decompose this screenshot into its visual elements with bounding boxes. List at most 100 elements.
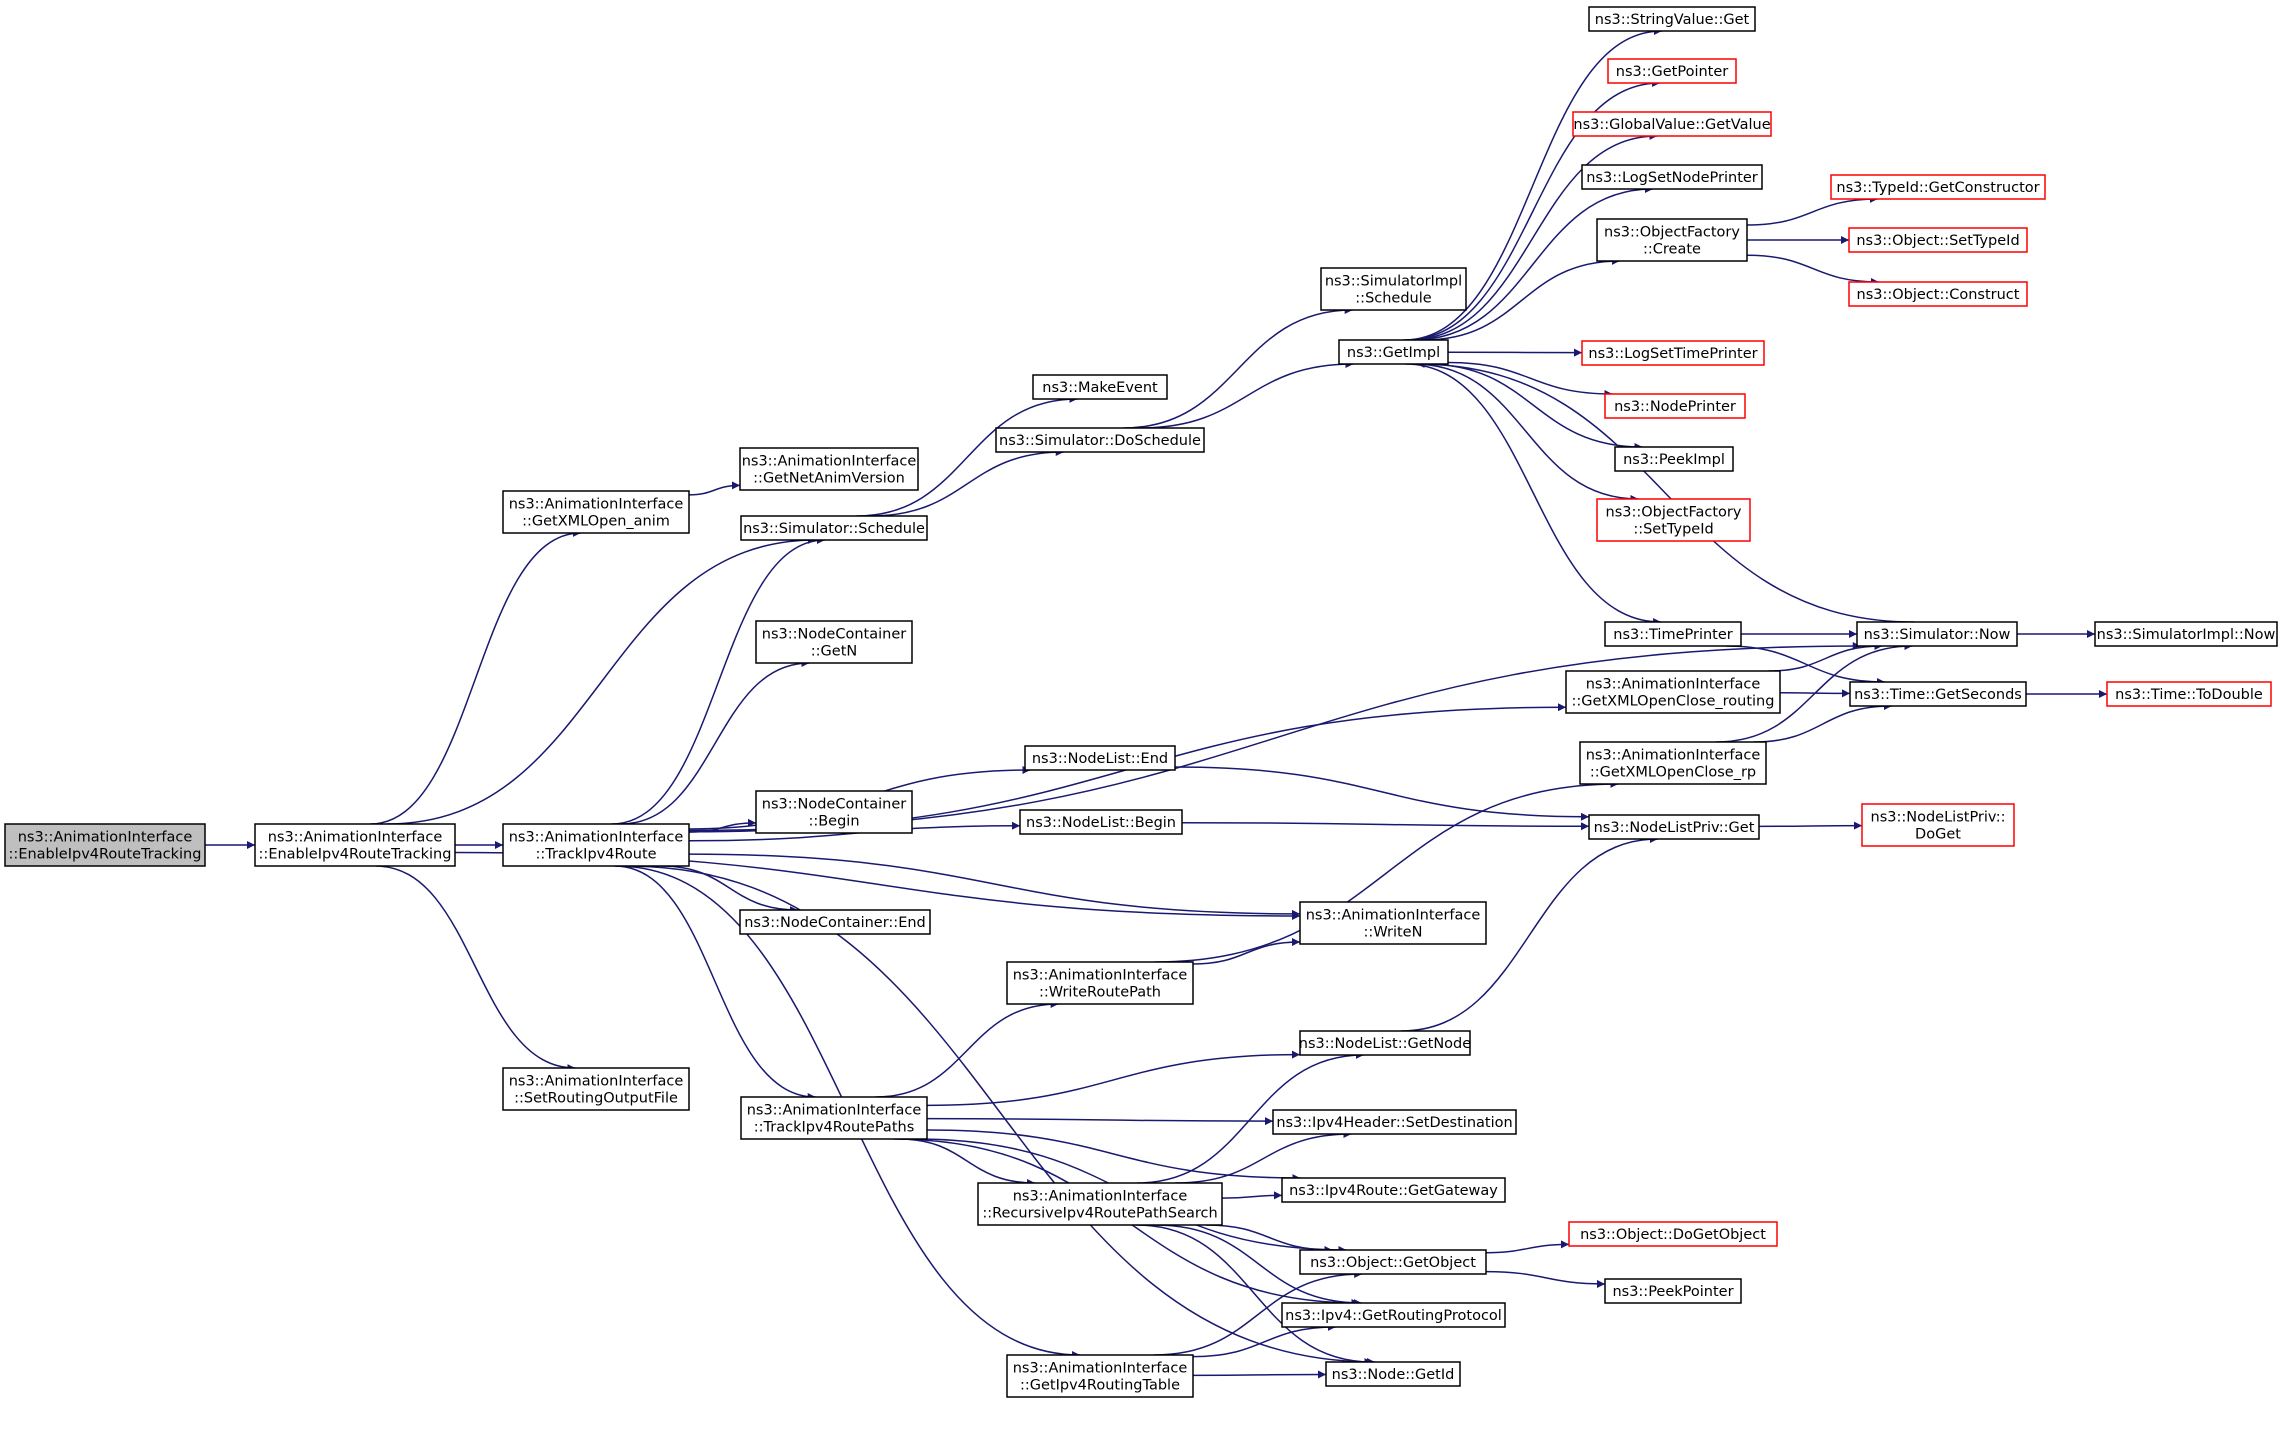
edge-arrow: [1140, 360, 1354, 429]
edge-arrow: [1485, 1240, 1570, 1254]
edge-arrow: [375, 865, 576, 1072]
node-label-line: ::TrackIpv4Route: [535, 847, 656, 863]
node-label-line: ns3::AnimationInterface: [18, 830, 193, 846]
graph-node-n8[interactable]: ns3::GetImpl: [1338, 339, 1449, 365]
node-box: [1604, 1278, 1742, 1304]
graph-node-n35[interactable]: ns3::NodeList::Begin: [1019, 809, 1183, 835]
edge-n30-to-n49: [627, 865, 1375, 1366]
graph-node-n41[interactable]: ns3::Ipv4Header::SetDestination: [1272, 1109, 1517, 1135]
node-label-line: ns3::NodeList::Begin: [1026, 815, 1176, 831]
graph-node-n15[interactable]: ns3::Object::SetTypeId: [1848, 227, 2028, 253]
graph-node-n4[interactable]: ns3::Simulator::Schedule: [740, 515, 928, 541]
node-box: [1299, 901, 1487, 945]
node-box: [1579, 741, 1767, 785]
graph-node-n40[interactable]: ns3::NodeList::GetNode: [1299, 1030, 1471, 1056]
graph-node-n33[interactable]: ns3::NodeContainer::End: [739, 909, 931, 935]
node-label-line: ns3::LogSetNodePrinter: [1586, 170, 1758, 186]
graph-node-n13[interactable]: ns3::ObjectFactory::Create: [1596, 218, 1748, 262]
graph-node-n6[interactable]: ns3::Simulator::DoSchedule: [995, 427, 1205, 453]
node-box: [1281, 1302, 1506, 1328]
edge-arrow: [1153, 1270, 1363, 1356]
graph-node-n22[interactable]: ns3::Simulator::Now: [1856, 621, 2018, 647]
graph-node-n46[interactable]: ns3::PeekPointer: [1604, 1278, 1742, 1304]
node-label-line: ns3::AnimationInterface: [1013, 1189, 1188, 1205]
graph-node-n16[interactable]: ns3::Object::Construct: [1848, 281, 2028, 307]
node-label-line: ::EnableIpv4RouteTracking: [259, 847, 452, 863]
graph-node-n32[interactable]: ns3::NodeContainer::Begin: [755, 790, 913, 834]
node-box: [1006, 961, 1194, 1005]
node-label-line: ns3::AnimationInterface: [1306, 908, 1481, 924]
graph-node-n19[interactable]: ns3::PeekImpl: [1614, 446, 1734, 472]
graph-node-n21[interactable]: ns3::TimePrinter: [1604, 621, 1742, 647]
graph-node-n44[interactable]: ns3::Object::GetObject: [1299, 1249, 1487, 1275]
node-box: [1281, 1177, 1506, 1203]
node-box: [254, 823, 456, 867]
edge-arrow: [926, 1129, 1301, 1182]
graph-node-n23[interactable]: ns3::SimulatorImpl::Now: [2094, 621, 2278, 647]
edge-n8-to-n20: [1413, 363, 1639, 503]
node-label-line: ns3::AnimationInterface: [509, 1074, 684, 1090]
graph-node-n20[interactable]: ns3::ObjectFactory::SetTypeId: [1596, 498, 1751, 542]
edge-n39-to-n43: [926, 1129, 1301, 1182]
edge-arrow: [1447, 361, 1613, 398]
graph-node-n10[interactable]: ns3::GetPointer: [1607, 58, 1737, 84]
graph-node-n45[interactable]: ns3::Object::DoGetObject: [1568, 1221, 1778, 1247]
edge-n2-to-n3: [688, 481, 741, 496]
node-box: [1032, 374, 1168, 400]
graph-node-n25[interactable]: ns3::Time::ToDouble: [2106, 681, 2272, 707]
graph-node-n5[interactable]: ns3::MakeEvent: [1032, 374, 1168, 400]
graph-node-n3[interactable]: ns3::AnimationInterface::GetNetAnimVersi…: [739, 447, 919, 491]
node-box: [1830, 174, 2046, 200]
graph-node-n31[interactable]: ns3::NodeContainer::GetN: [755, 620, 913, 664]
graph-node-n37[interactable]: ns3::AnimationInterface::WriteRoutePath: [1006, 961, 1194, 1005]
graph-node-n36[interactable]: ns3::AnimationInterface::WriteN: [1299, 901, 1487, 945]
node-label-line: ::GetXMLOpenClose_routing: [1572, 694, 1775, 710]
node-box: [1848, 281, 2028, 307]
node-label-line: ns3::ObjectFactory: [1604, 225, 1740, 241]
graph-node-n11[interactable]: ns3::GlobalValue::GetValue: [1572, 111, 1772, 137]
graph-node-n26[interactable]: ns3::AnimationInterface::GetXMLOpenClose…: [1565, 670, 1781, 714]
edge-arrow: [1408, 132, 1658, 341]
graph-node-n12[interactable]: ns3::LogSetNodePrinter: [1581, 164, 1763, 190]
node-box: [1861, 803, 2015, 847]
node-box: [1848, 227, 2028, 253]
graph-node-n24[interactable]: ns3::Time::GetSeconds: [1849, 681, 2027, 707]
node-label-line: ::Begin: [808, 814, 859, 830]
edge-n28-to-n29: [1758, 821, 1863, 830]
graph-node-n1[interactable]: ns3::AnimationInterface::EnableIpv4Route…: [254, 823, 456, 867]
graph-node-n17[interactable]: ns3::LogSetTimePrinter: [1581, 340, 1765, 366]
edge-arrow: [1401, 835, 1658, 1032]
graph-node-n30[interactable]: ns3::AnimationInterface::TrackIpv4Route: [502, 823, 690, 867]
edge-n22-to-n8: [1416, 360, 1914, 623]
node-label-line: ns3::Object::GetObject: [1310, 1255, 1476, 1271]
edge-arrow: [1154, 780, 1619, 963]
edge-n4-to-n5: [856, 395, 1078, 517]
graph-node-n2[interactable]: ns3::AnimationInterface::GetXMLOpen_anim: [502, 490, 690, 534]
node-label-line: ns3::PeekImpl: [1623, 452, 1725, 468]
edge-n8-to-n9: [1403, 27, 1662, 341]
node-label-line: ns3::StringValue::Get: [1595, 12, 1750, 28]
graph-node-n27[interactable]: ns3::AnimationInterface::GetXMLOpenClose…: [1579, 741, 1767, 785]
node-label-line: ns3::GlobalValue::GetValue: [1573, 117, 1770, 133]
graph-node-n42[interactable]: ns3::AnimationInterface::RecursiveIpv4Ro…: [977, 1182, 1223, 1226]
node-label-line: ns3::TimePrinter: [1613, 627, 1733, 643]
edge-n13-to-n14: [1746, 195, 1878, 226]
node-label-line: ns3::Object::DoGetObject: [1580, 1227, 1766, 1243]
graph-node-n49[interactable]: ns3::Node::GetId: [1325, 1361, 1461, 1387]
graph-node-n7[interactable]: ns3::SimulatorImpl::Schedule: [1320, 267, 1467, 311]
edge-arrow: [1405, 79, 1661, 341]
graph-node-n28[interactable]: ns3::NodeListPriv::Get: [1588, 814, 1760, 840]
graph-node-n18[interactable]: ns3::NodePrinter: [1604, 393, 1746, 419]
graph-node-n48[interactable]: ns3::AnimationInterface::GetIpv4RoutingT…: [1006, 1354, 1194, 1398]
graph-node-n0[interactable]: ns3::AnimationInterface::EnableIpv4Route…: [4, 823, 206, 867]
graph-node-n39[interactable]: ns3::AnimationInterface::TrackIpv4RouteP…: [740, 1096, 928, 1140]
graph-node-n38[interactable]: ns3::AnimationInterface::SetRoutingOutpu…: [502, 1067, 690, 1111]
graph-node-n43[interactable]: ns3::Ipv4Route::GetGateway: [1281, 1177, 1506, 1203]
edge-arrow: [1174, 766, 1590, 821]
graph-node-n34[interactable]: ns3::NodeList::End: [1024, 745, 1176, 771]
graph-node-n9[interactable]: ns3::StringValue::Get: [1588, 6, 1756, 32]
edge-arrow: [688, 853, 1301, 918]
graph-node-n29[interactable]: ns3::NodeListPriv::DoGet: [1861, 803, 2015, 847]
graph-node-n14[interactable]: ns3::TypeId::GetConstructor: [1830, 174, 2046, 200]
graph-node-n47[interactable]: ns3::Ipv4::GetRoutingProtocol: [1281, 1302, 1506, 1328]
